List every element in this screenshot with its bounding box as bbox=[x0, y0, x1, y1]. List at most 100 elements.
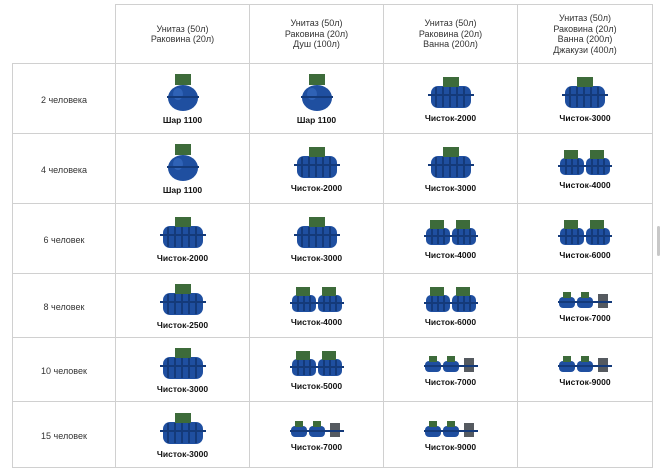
product-cell[interactable]: Чисток-7000 bbox=[249, 401, 384, 468]
product-cell[interactable]: Чисток-6000 bbox=[517, 203, 653, 274]
product-cell[interactable]: Чисток-6000 bbox=[383, 273, 518, 338]
product-cell[interactable]: Чисток-4000 bbox=[517, 133, 653, 204]
product-name: Чисток-4000 bbox=[290, 317, 343, 327]
product-card[interactable]: Чисток-2000 bbox=[116, 204, 249, 273]
tank-triple-icon bbox=[289, 421, 344, 437]
product-cell[interactable]: Чисток-7000 bbox=[383, 337, 518, 402]
product-name: Чисток-4000 bbox=[424, 250, 477, 260]
product-card[interactable]: Чисток-2500 bbox=[116, 274, 249, 337]
product-name: Чисток-3000 bbox=[559, 113, 611, 123]
product-cell bbox=[517, 401, 653, 468]
product-card[interactable]: Чисток-2000 bbox=[250, 134, 383, 203]
product-card[interactable]: Чисток-6000 bbox=[518, 204, 652, 273]
column-header: Унитаз (50л) Раковина (20л) Ванна (200л)… bbox=[517, 4, 653, 64]
product-cell[interactable]: Чисток-3000 bbox=[383, 133, 518, 204]
tank-large-icon bbox=[159, 413, 206, 444]
tank-triple-icon bbox=[558, 292, 612, 308]
product-cell[interactable]: Чисток-4000 bbox=[249, 273, 384, 338]
row-header-people: 2 человека bbox=[12, 63, 116, 134]
product-name: Шар 1100 bbox=[162, 185, 203, 195]
product-card[interactable]: Чисток-3000 bbox=[250, 204, 383, 273]
product-card[interactable]: Чисток-9000 bbox=[384, 402, 517, 467]
product-name: Чисток-2000 bbox=[290, 183, 343, 193]
tank-large-icon bbox=[159, 217, 206, 248]
header-line: Ванна (200л) bbox=[423, 39, 478, 50]
row-header-people: 10 человек bbox=[12, 337, 116, 402]
product-card[interactable]: Чисток-4000 bbox=[384, 204, 517, 273]
corner-cell bbox=[12, 4, 116, 64]
product-card[interactable]: Чисток-3000 bbox=[518, 64, 652, 133]
product-card[interactable]: Шар 1100 bbox=[116, 134, 249, 203]
product-cell[interactable]: Чисток-2500 bbox=[115, 273, 250, 338]
sphere-tank-icon bbox=[166, 74, 199, 111]
product-name: Чисток-6000 bbox=[424, 317, 477, 327]
row-header-people: 15 человек bbox=[12, 401, 116, 468]
product-cell[interactable]: Чисток-5000 bbox=[249, 337, 384, 402]
product-cell[interactable]: Чисток-3000 bbox=[249, 203, 384, 274]
product-card[interactable]: Чисток-7000 bbox=[384, 338, 517, 401]
column-header: Унитаз (50л) Раковина (20л) bbox=[115, 4, 250, 64]
product-cell[interactable]: Шар 1100 bbox=[115, 63, 250, 134]
tank-large-icon bbox=[427, 147, 474, 178]
tank-large-icon bbox=[159, 284, 206, 315]
sphere-tank-icon bbox=[300, 74, 333, 111]
tank-large-icon bbox=[427, 77, 474, 108]
sphere-tank-icon bbox=[166, 144, 199, 181]
product-card[interactable]: Чисток-7000 bbox=[250, 402, 383, 467]
product-card[interactable]: Шар 1100 bbox=[250, 64, 383, 133]
product-card[interactable]: Чисток-4000 bbox=[518, 134, 652, 203]
tank-large-icon bbox=[293, 217, 340, 248]
product-card[interactable]: Чисток-3000 bbox=[116, 338, 249, 401]
product-cell[interactable]: Чисток-2000 bbox=[249, 133, 384, 204]
product-cell[interactable]: Чисток-9000 bbox=[517, 337, 653, 402]
tank-triple-icon bbox=[423, 356, 478, 372]
product-name: Шар 1100 bbox=[296, 115, 337, 125]
product-cell[interactable]: Чисток-3000 bbox=[517, 63, 653, 134]
product-card[interactable]: Чисток-3000 bbox=[384, 134, 517, 203]
product-card[interactable]: Чисток-2000 bbox=[384, 64, 517, 133]
tank-triple-icon bbox=[558, 356, 612, 372]
product-card[interactable]: Чисток-4000 bbox=[250, 274, 383, 337]
product-name: Чисток-2000 bbox=[156, 253, 209, 263]
tank-triple-icon bbox=[423, 421, 478, 437]
product-cell[interactable]: Шар 1100 bbox=[115, 133, 250, 204]
product-cell[interactable]: Чисток-4000 bbox=[383, 203, 518, 274]
product-name: Шар 1100 bbox=[162, 115, 203, 125]
header-line: Душ (100л) bbox=[293, 39, 340, 50]
product-cell[interactable]: Чисток-2000 bbox=[383, 63, 518, 134]
header-row: Унитаз (50л) Раковина (20л) Унитаз (50л)… bbox=[12, 4, 653, 64]
product-name: Чисток-7000 bbox=[290, 442, 343, 452]
product-cell[interactable]: Шар 1100 bbox=[249, 63, 384, 134]
product-card[interactable]: Чисток-7000 bbox=[518, 274, 652, 337]
product-cell[interactable]: Чисток-7000 bbox=[517, 273, 653, 338]
product-card[interactable]: Чисток-6000 bbox=[384, 274, 517, 337]
header-line: Раковина (20л) bbox=[418, 28, 483, 39]
tank-double-icon bbox=[423, 220, 478, 245]
product-name: Чисток-5000 bbox=[290, 381, 343, 391]
product-card[interactable]: Чисток-5000 bbox=[250, 338, 383, 401]
product-cell[interactable]: Чисток-2000 bbox=[115, 203, 250, 274]
row-header-people: 8 человек bbox=[12, 273, 116, 338]
column-header: Унитаз (50л) Раковина (20л) Душ (100л) bbox=[249, 4, 384, 64]
tank-large-icon bbox=[293, 147, 340, 178]
product-cell[interactable]: Чисток-3000 bbox=[115, 401, 250, 468]
tank-large-icon bbox=[562, 77, 608, 108]
product-name: Чисток-2000 bbox=[424, 113, 477, 123]
product-card[interactable]: Чисток-3000 bbox=[116, 402, 249, 467]
tank-double-icon bbox=[289, 351, 344, 376]
header-line: Унитаз (50л) bbox=[558, 13, 612, 23]
product-name: Чисток-9000 bbox=[424, 442, 477, 452]
product-cell[interactable]: Чисток-3000 bbox=[115, 337, 250, 402]
product-card[interactable]: Чисток-9000 bbox=[518, 338, 652, 401]
people-count-label: 4 человека bbox=[40, 164, 88, 175]
scrollbar-thumb[interactable] bbox=[657, 226, 660, 256]
tank-large-icon bbox=[159, 348, 206, 379]
tank-double-icon bbox=[558, 150, 612, 175]
product-name: Чисток-3000 bbox=[156, 449, 209, 459]
product-card[interactable]: Шар 1100 bbox=[116, 64, 249, 133]
product-cell[interactable]: Чисток-9000 bbox=[383, 401, 518, 468]
